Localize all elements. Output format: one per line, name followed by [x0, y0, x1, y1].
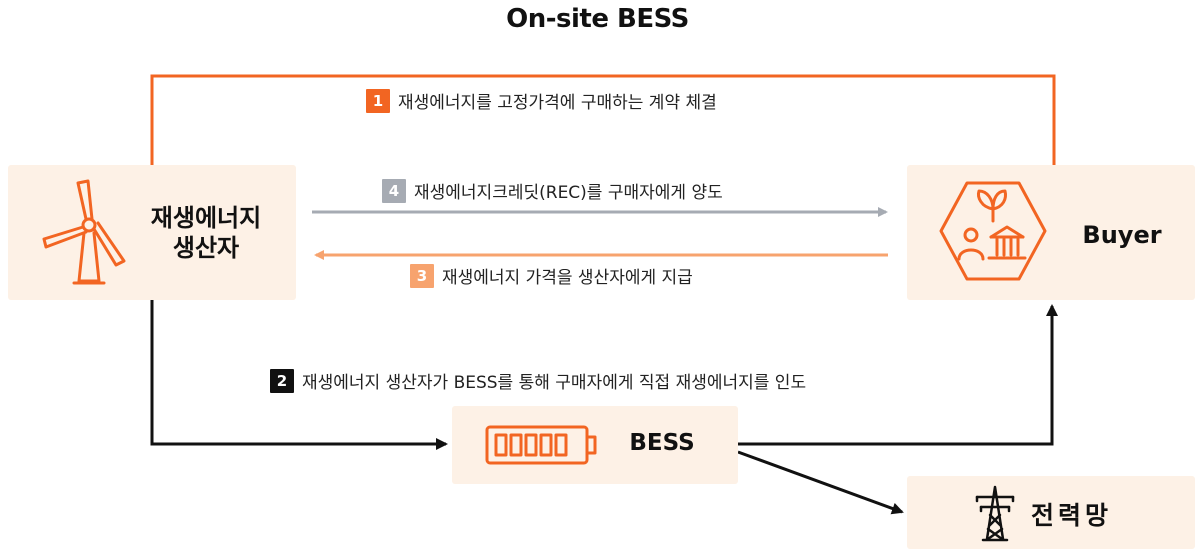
bess-node: BESS: [452, 406, 738, 484]
step-4-label: 4 재생에너지크레딧(REC)를 구매자에게 양도: [382, 178, 723, 203]
diagram-title: On-site BESS: [506, 4, 689, 34]
buyer-building-leaf-icon: [939, 181, 1047, 281]
step-3-badge: 3: [410, 263, 434, 288]
step-3-text: 재생에너지 가격을 생산자에게 지급: [442, 268, 693, 288]
transmission-tower-icon: [975, 485, 1015, 542]
producer-label-line1: 재생에너지: [150, 204, 262, 232]
step-4-badge: 4: [382, 178, 406, 203]
wind-turbine-icon: [42, 179, 126, 285]
step-2-text: 재생에너지 생산자가 BESS를 통해 구매자에게 직접 재생에너지를 인도: [302, 373, 807, 393]
step-1-label: 1 재생에너지를 고정가격에 구매하는 계약 체결: [366, 88, 717, 113]
bess-to-grid-arrow: [737, 450, 904, 515]
step-1-text: 재생에너지를 고정가격에 구매하는 계약 체결: [398, 93, 717, 113]
contract-line: [150, 74, 1056, 166]
producer-label-line2: 생산자: [172, 234, 240, 262]
grid-node: 전력망: [907, 476, 1195, 549]
buyer-node: Buyer: [907, 165, 1195, 300]
battery-icon: [485, 425, 597, 465]
buyer-label: Buyer: [1082, 221, 1162, 249]
step-3-label: 3 재생에너지 가격을 생산자에게 지급: [410, 263, 693, 288]
step-2-label: 2 재생에너지 생산자가 BESS를 통해 구매자에게 직접 재생에너지를 인도: [270, 368, 806, 393]
bess-label: BESS: [629, 430, 695, 456]
step-4-text: 재생에너지크레딧(REC)를 구매자에게 양도: [414, 183, 723, 203]
delivery-to-bess-arrow: [150, 300, 448, 450]
step-2-badge: 2: [270, 368, 294, 393]
bess-to-buyer-arrow: [738, 304, 1058, 446]
producer-node: 재생에너지 생산자: [8, 165, 296, 300]
grid-label: 전력망: [1031, 501, 1113, 530]
step-1-badge: 1: [366, 88, 390, 113]
